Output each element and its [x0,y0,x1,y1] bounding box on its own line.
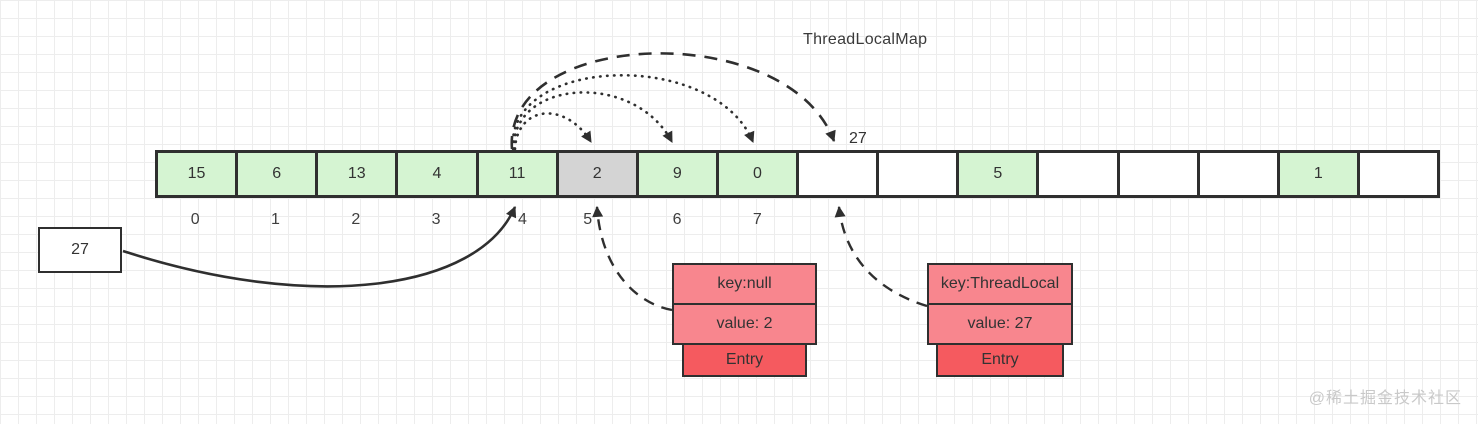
probe-arc-to-slot5 [513,112,593,151]
array-cell-15 [1356,153,1437,195]
index-label-7: 7 [752,211,762,228]
probe-arc-to-slot6 [512,91,674,151]
entry-box-null: key:null value: 2 Entry [672,263,817,377]
index-label-6: 6 [672,211,682,228]
entry-null-tag: Entry [682,343,807,377]
index-label-2: 2 [351,211,361,228]
array-cell-7: 0 [715,153,796,195]
entry-box-threadlocal: key:ThreadLocal value: 27 Entry [927,263,1073,377]
entry-null-arrow-to-slot5 [592,205,673,312]
array-cell-8 [796,153,877,195]
entry-null-key-row: key:null [672,263,817,305]
probe-arc-to-slot7 [511,73,755,151]
array-cell-0: 15 [158,153,236,195]
source-arrow-to-slot4 [122,205,517,288]
array-cell-14: 1 [1276,153,1357,195]
entry-threadlocal-value-row: value: 27 [927,303,1073,345]
array-cell-9 [876,153,957,195]
source-value-box: 27 [38,227,122,273]
entry-threadlocal-arrow-to-slot8 [834,205,928,308]
array-cell-6: 9 [635,153,716,195]
diagram-title: ThreadLocalMap [803,31,928,48]
array-cell-13 [1196,153,1277,195]
array-cell-2: 13 [315,153,396,195]
array-cell-11 [1036,153,1117,195]
entry-threadlocal-tag: Entry [936,343,1064,377]
watermark: @稀土掘金技术社区 [1308,390,1462,407]
entry-null-value-row: value: 2 [672,303,817,345]
array-cell-12 [1116,153,1197,195]
array-cell-5: 2 [555,153,636,195]
index-label-4: 4 [517,211,527,228]
array-cell-10: 5 [956,153,1037,195]
index-label-1: 1 [271,211,280,228]
index-label-3: 3 [431,211,441,228]
array-cell-4: 11 [475,153,556,195]
array-cell-3: 4 [395,153,476,195]
index-label-5: 5 [583,211,593,228]
probe-arc-to-slot8 [510,52,836,150]
array-cell-1: 6 [235,153,316,195]
entry-threadlocal-key-row: key:ThreadLocal [927,263,1073,305]
index-label-0: 0 [190,211,200,228]
hash-result-label: 27 [849,130,867,147]
